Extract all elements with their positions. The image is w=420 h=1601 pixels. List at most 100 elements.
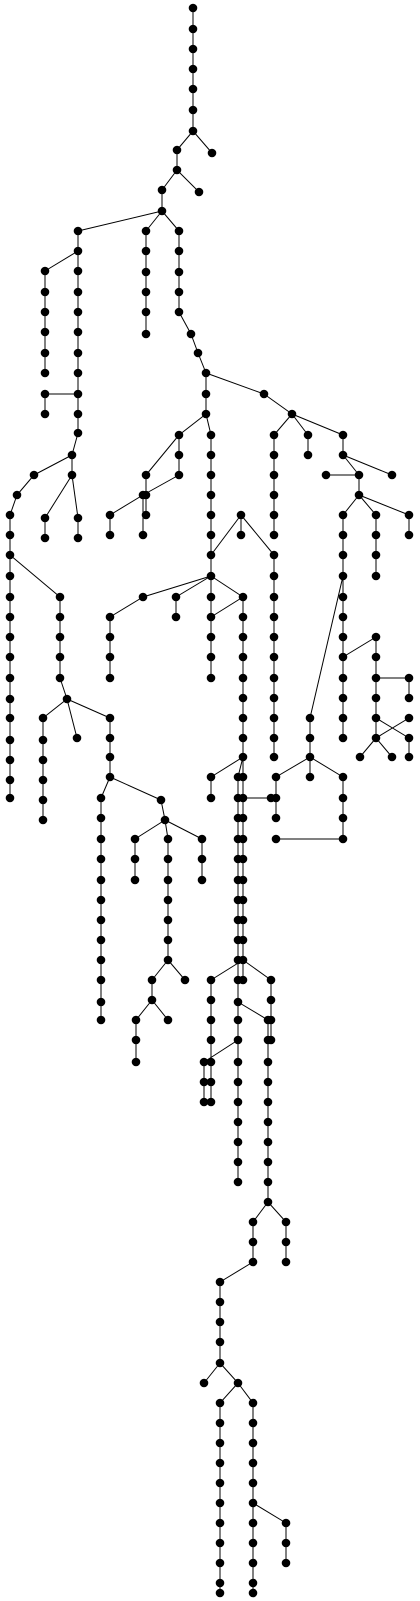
tree-node <box>40 348 50 358</box>
tree-node <box>215 1317 225 1327</box>
tree-node <box>55 592 65 602</box>
tree-node <box>5 652 15 662</box>
tree-node <box>163 854 173 864</box>
tree-node <box>248 1458 258 1468</box>
tree-node <box>215 1458 225 1468</box>
tree-node <box>96 834 106 844</box>
tree-node <box>130 854 140 864</box>
tree-node <box>5 694 15 704</box>
tree-node <box>138 530 148 540</box>
tree-edge <box>267 1201 287 1223</box>
tree-node <box>40 409 50 419</box>
tree-node <box>238 693 248 703</box>
tree-node <box>238 875 248 885</box>
tree-node <box>338 592 348 602</box>
tree-node <box>206 793 216 803</box>
tree-node <box>263 1157 273 1167</box>
tree-edge <box>109 494 144 516</box>
tree-node <box>40 368 50 378</box>
tree-node <box>55 652 65 662</box>
tree-node <box>188 105 198 115</box>
tree-node <box>233 1057 243 1067</box>
tree-node <box>73 409 83 419</box>
tree-node <box>238 772 248 782</box>
tree-node <box>338 793 348 803</box>
tree-node <box>130 875 140 885</box>
tree-node <box>233 1157 243 1167</box>
tree-node <box>141 329 151 339</box>
tree-node <box>172 165 182 175</box>
tree-node <box>248 1257 258 1267</box>
tree-node <box>248 1398 258 1408</box>
tree-node <box>206 530 216 540</box>
tree-edge <box>375 717 410 739</box>
tree-node <box>248 1588 258 1598</box>
tree-node <box>305 772 315 782</box>
tree-node <box>73 428 83 438</box>
tree-node <box>96 935 106 945</box>
tree-node <box>287 409 297 419</box>
tree-node <box>157 206 167 216</box>
tree-node <box>141 267 151 277</box>
tree-edge <box>275 756 311 778</box>
tree-edge <box>109 776 162 801</box>
tree-node <box>38 713 48 723</box>
tree-node <box>338 612 348 622</box>
tree-node <box>271 772 281 782</box>
tree-edge <box>210 514 242 556</box>
tree-node <box>5 530 15 540</box>
tree-edge <box>358 494 410 516</box>
tree-node <box>206 1077 216 1087</box>
tree-node <box>263 1197 273 1207</box>
tree-node <box>404 752 414 762</box>
tree-node <box>371 571 381 581</box>
tree-node <box>338 510 348 520</box>
tree-node <box>130 834 140 844</box>
tree-edge <box>9 554 61 598</box>
tree-node <box>40 307 50 317</box>
tree-node <box>238 592 248 602</box>
tree-node <box>73 368 83 378</box>
tree-node <box>180 975 190 985</box>
tree-node <box>371 550 381 560</box>
tree-node <box>96 955 106 965</box>
tree-node <box>188 64 198 74</box>
tree-node <box>259 389 269 399</box>
tree-node <box>96 895 106 905</box>
tree-edge <box>309 756 344 778</box>
tree-node <box>163 935 173 945</box>
tree-node <box>206 772 216 782</box>
tree-node <box>266 1015 276 1025</box>
tree-node <box>248 1498 258 1508</box>
tree-node <box>40 513 50 523</box>
tree-node <box>215 1398 225 1408</box>
tree-node <box>215 1538 225 1548</box>
tree-node <box>174 307 184 317</box>
tree-edge <box>42 698 68 719</box>
tree-node <box>96 997 106 1007</box>
tree-node <box>338 834 348 844</box>
tree-node <box>206 1097 216 1107</box>
tree-node <box>207 148 217 158</box>
tree-node <box>281 1538 291 1548</box>
tree-node <box>271 813 281 823</box>
tree-node <box>163 1015 173 1025</box>
tree-node <box>233 1177 243 1187</box>
tree-node <box>248 1438 258 1448</box>
tree-node <box>163 875 173 885</box>
tree-node <box>215 1438 225 1448</box>
tree-node <box>269 673 279 683</box>
tree-node <box>215 1588 225 1598</box>
tree-node <box>171 592 181 602</box>
tree-node <box>174 287 184 297</box>
tree-node <box>263 1077 273 1087</box>
tree-node <box>238 752 248 762</box>
tree-edge <box>192 130 213 154</box>
tree-node <box>156 795 166 805</box>
tree-node <box>269 592 279 602</box>
tree-node <box>263 1057 273 1067</box>
tree-edge <box>44 474 73 519</box>
tree-node <box>338 430 348 440</box>
tree-node <box>404 530 414 540</box>
tree-node <box>338 571 348 581</box>
